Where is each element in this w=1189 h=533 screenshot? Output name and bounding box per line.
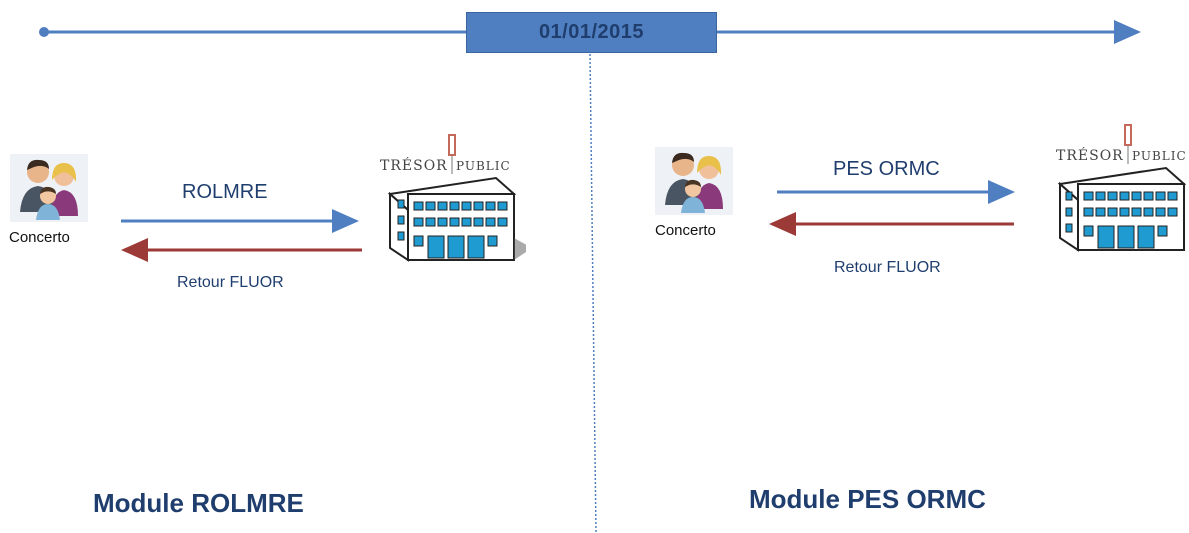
building-icon: Trésor Public — [1056, 124, 1187, 252]
logo-text-public: Public — [1132, 149, 1187, 163]
logo-text-tresor: Trésor — [1056, 146, 1124, 164]
building-icon: Trésor Public — [380, 134, 526, 262]
family-people-icon — [10, 154, 88, 222]
logo-text-tresor: Trésor — [380, 156, 448, 174]
family-people-icon — [655, 147, 733, 215]
timeline-date: 01/01/2015 — [538, 21, 645, 43]
left-actor-label: Concerto — [9, 229, 70, 246]
right-flow-label: PES ORMC — [833, 158, 940, 180]
left-return-label: Retour FLUOR — [177, 274, 284, 291]
right-actor-label: Concerto — [655, 222, 716, 239]
logo-text-public: Public — [456, 159, 511, 173]
period-divider — [589, 53, 597, 533]
right-return-label: Retour FLUOR — [834, 259, 941, 276]
timeline-date-box: 01/01/2015 — [466, 12, 717, 53]
right-module-title: Module PES ORMC — [749, 484, 986, 514]
left-module-title: Module ROLMRE — [93, 488, 304, 518]
left-flow-label: ROLMRE — [182, 181, 268, 203]
